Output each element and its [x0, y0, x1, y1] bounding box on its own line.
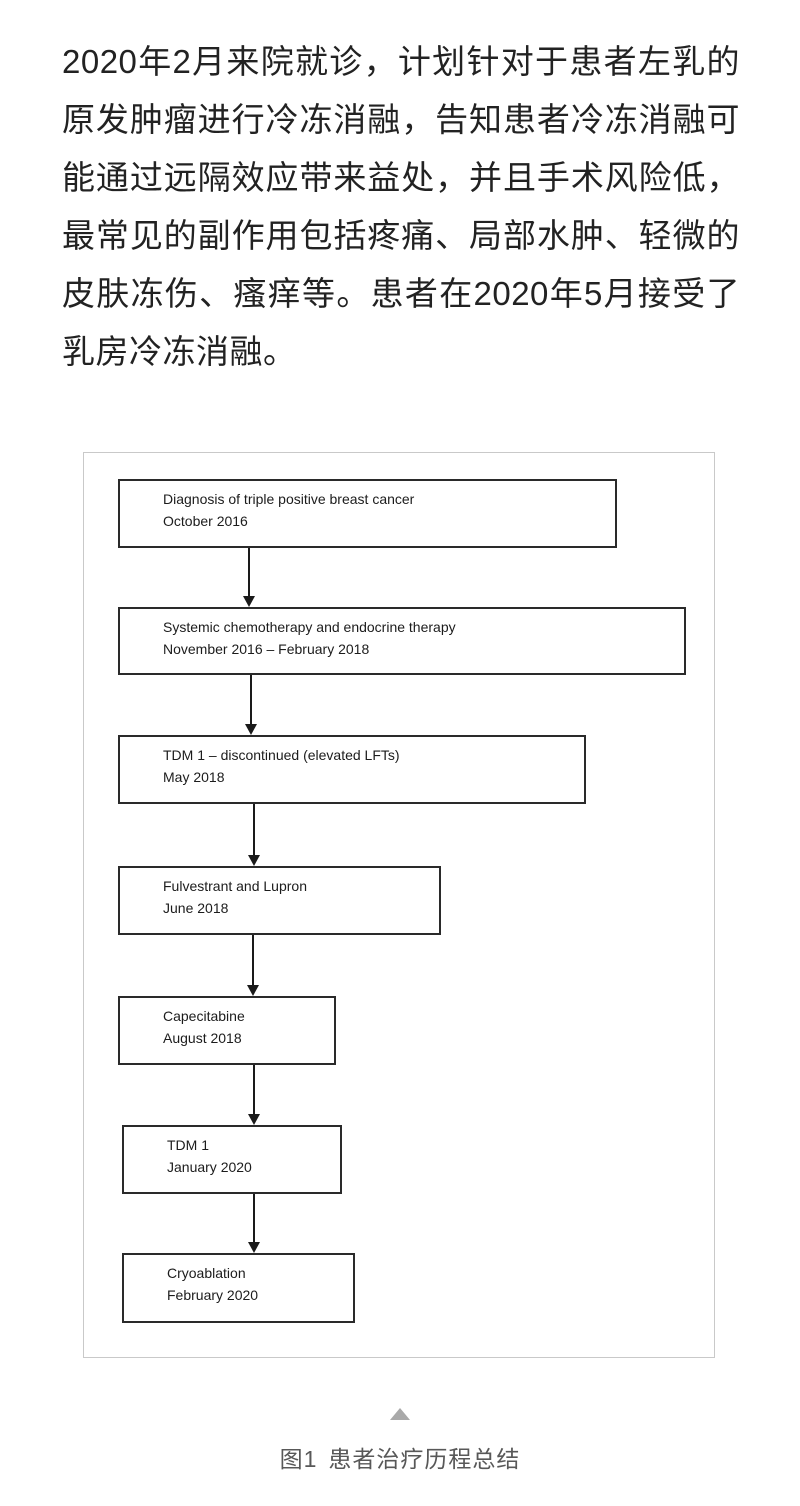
flow-box-fulvestrant-lupron: Fulvestrant and Lupron June 2018 [118, 866, 441, 935]
flow-box-date: June 2018 [163, 900, 229, 916]
flow-arrow-down-icon [250, 675, 252, 733]
flow-box-title: Capecitabine [163, 1008, 245, 1024]
flow-box-tdm1: TDM 1 January 2020 [122, 1125, 342, 1194]
flow-box-chemotherapy: Systemic chemotherapy and endocrine ther… [118, 607, 686, 675]
flow-arrow-down-icon [252, 935, 254, 994]
flow-box-cryoablation: Cryoablation February 2020 [122, 1253, 355, 1323]
paragraph-line: 2020年2月来院就诊，计划针对于患者左乳的 [62, 43, 740, 80]
flow-box-title: TDM 1 [167, 1137, 209, 1153]
paragraph-line: 能通过远隔效应带来益处，并且手术风险低， [62, 159, 740, 196]
flow-arrow-down-icon [248, 548, 250, 605]
flow-arrow-down-icon [253, 1065, 255, 1123]
paragraph-line: 原发肿瘤进行冷冻消融，告知患者冷冻消融可 [62, 101, 740, 138]
flow-box-title: Diagnosis of triple positive breast canc… [163, 491, 415, 507]
flow-box-date: August 2018 [163, 1030, 242, 1046]
flow-box-date: October 2016 [163, 513, 248, 529]
figure-caption-label: 图1 [279, 1446, 318, 1472]
paragraph-line: 最常见的副作用包括疼痛、局部水肿、轻微的 [62, 217, 740, 254]
flow-box-title: Fulvestrant and Lupron [163, 878, 307, 894]
flow-box-capecitabine: Capecitabine August 2018 [118, 996, 336, 1065]
flow-box-tdm1-discontinued: TDM 1 – discontinued (elevated LFTs) May… [118, 735, 586, 804]
flow-box-title: Systemic chemotherapy and endocrine ther… [163, 619, 456, 635]
flow-box-date: January 2020 [167, 1159, 252, 1175]
caption-triangle-icon [390, 1408, 410, 1420]
paragraph-line: 乳房冷冻消融。 [62, 333, 297, 370]
flow-box-date: May 2018 [163, 769, 225, 785]
flow-box-date: February 2020 [167, 1287, 259, 1303]
figure-caption-text: 患者治疗历程总结 [328, 1446, 521, 1472]
flow-box-diagnosis: Diagnosis of triple positive breast canc… [118, 479, 617, 548]
flow-box-title: TDM 1 – discontinued (elevated LFTs) [163, 747, 400, 763]
flow-box-title: Cryoablation [167, 1265, 246, 1281]
flow-arrow-down-icon [253, 1194, 255, 1251]
treatment-timeline-flowchart: Diagnosis of triple positive breast canc… [83, 452, 715, 1358]
flow-arrow-down-icon [253, 804, 255, 864]
figure-caption: 图1 患者治疗历程总结 [0, 1440, 800, 1474]
flow-box-date: November 2016 – February 2018 [163, 641, 370, 657]
case-description-paragraph: 2020年2月来院就诊，计划针对于患者左乳的 原发肿瘤进行冷冻消融，告知患者冷冻… [62, 33, 740, 381]
paragraph-line: 皮肤冻伤、瘙痒等。患者在2020年5月接受了 [62, 275, 740, 312]
